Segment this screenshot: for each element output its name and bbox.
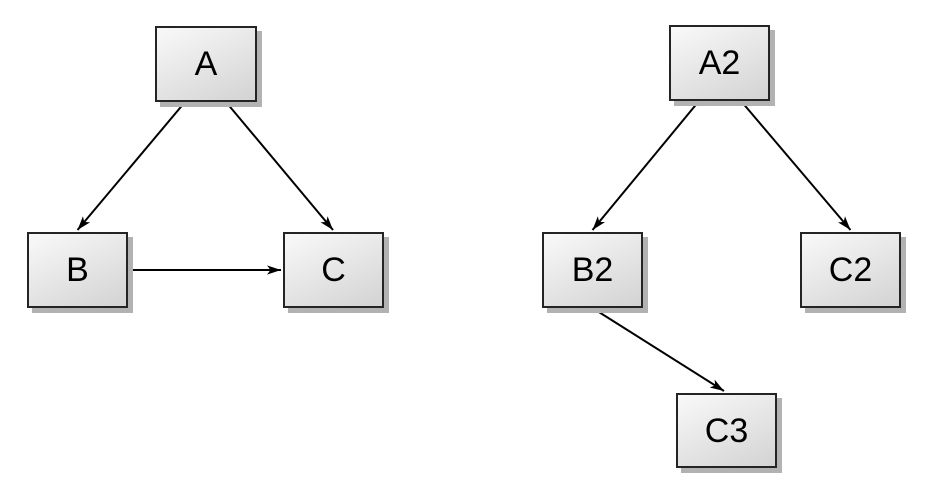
node-label-C: C [321,251,346,289]
node-C[interactable]: C [283,232,384,308]
node-label-A2: A2 [698,44,741,82]
node-B2[interactable]: B2 [542,232,643,308]
node-label-B2: B2 [571,251,614,289]
node-label-B: B [66,251,89,289]
node-C3[interactable]: C3 [676,393,777,468]
node-C2[interactable]: C2 [800,232,901,308]
node-label-C2: C2 [828,251,873,289]
node-B[interactable]: B [27,232,128,308]
node-A[interactable]: A [155,26,257,102]
node-label-C3: C3 [704,411,749,450]
node-A2[interactable]: A2 [669,25,770,101]
node-label-A: A [194,45,218,83]
